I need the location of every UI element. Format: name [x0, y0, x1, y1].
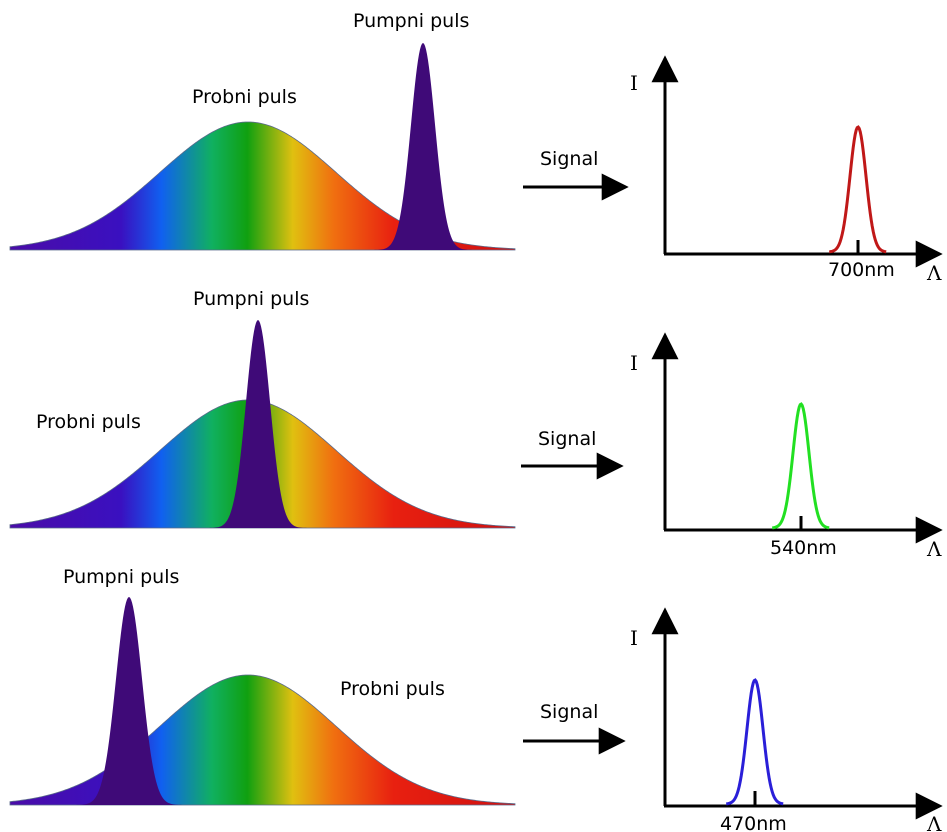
probe-pulse-label: Probni puls: [340, 678, 445, 700]
x-axis-label: Λ: [926, 537, 942, 561]
signal-label: Signal: [540, 148, 598, 170]
signal-plot: I Λ 470nm: [630, 607, 943, 832]
pump-pulse: [64, 597, 194, 805]
pump-pulse-label: Pumpni puls: [63, 566, 179, 588]
signal-peak: [829, 125, 887, 254]
signal-plot: I Λ 700nm: [630, 55, 943, 285]
signal-label: Signal: [540, 701, 598, 723]
peak-wavelength-label: 700nm: [828, 259, 895, 281]
signal-peak: [772, 402, 830, 530]
probe-pulse-label: Probni puls: [192, 86, 297, 108]
peak-wavelength-label: 470nm: [720, 813, 787, 832]
row-1: Probni puls Pumpni puls Signal I Λ 700nm: [9, 10, 943, 285]
y-axis-label: I: [630, 626, 638, 650]
y-axis-label: I: [630, 351, 638, 375]
probe-pulse-label: Probni puls: [36, 411, 141, 433]
signal-peak: [726, 678, 784, 806]
x-axis-label: Λ: [926, 261, 942, 285]
x-axis-label: Λ: [926, 812, 942, 832]
y-axis-label: I: [630, 71, 638, 95]
pump-pulse-label: Pumpni puls: [193, 288, 309, 310]
pump-pulse: [198, 320, 318, 528]
row-3: Probni puls Pumpni puls Signal I Λ 470nm: [9, 566, 943, 832]
row-2: Probni puls Pumpni puls Signal I Λ 540nm: [9, 288, 943, 561]
pump-pulse-label: Pumpni puls: [353, 10, 469, 32]
pump-pulse: [363, 43, 483, 250]
signal-plot: I Λ 540nm: [630, 332, 943, 561]
signal-label: Signal: [538, 428, 596, 450]
peak-wavelength-label: 540nm: [770, 537, 837, 559]
